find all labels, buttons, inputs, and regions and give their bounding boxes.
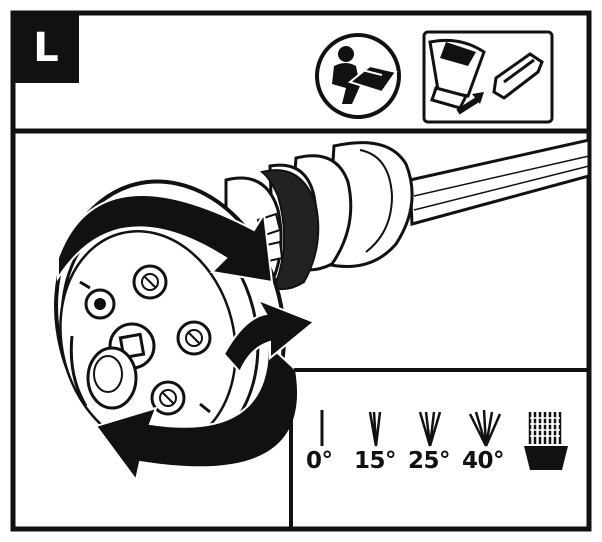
- step-letter-block: [13, 13, 79, 83]
- step-letter: L: [33, 25, 59, 71]
- nozzle-head: [54, 179, 286, 465]
- spray-40-degree-icon: [468, 409, 502, 447]
- read-manual-icon: [315, 33, 401, 119]
- angle-label-0: 0°: [306, 448, 333, 474]
- soap-brush-nozzle-icon: [524, 412, 568, 470]
- spray-angle-panel: [289, 368, 589, 529]
- remove-battery-icon: [422, 30, 554, 124]
- angle-label-25: 25°: [408, 448, 451, 474]
- spray-25-degree-icon: [418, 411, 442, 447]
- spray-15-degree-icon: [368, 411, 382, 447]
- angle-label-15: 15°: [354, 448, 397, 474]
- angle-label-40: 40°: [462, 448, 505, 474]
- rotation-arrow-icon: [57, 194, 316, 483]
